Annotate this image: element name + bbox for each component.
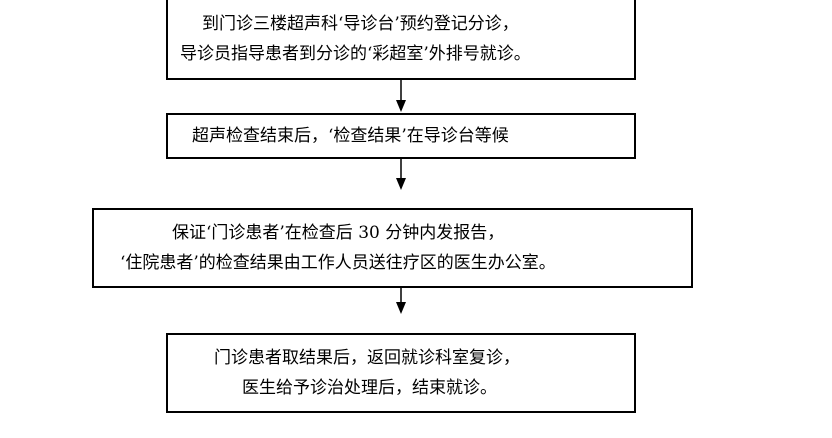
flow-step-4: 门诊患者取结果后，返回就诊科室复诊， 医生给予诊治处理后，结束就诊。 [166,333,636,413]
flow-step-1: 到门诊三楼超声科‘导诊台’预约登记分诊， 导诊员指导患者到分诊的‘彩超室’外排号… [166,0,636,80]
flow-step-1-line-2: 导诊员指导患者到分诊的‘彩超室’外排号就诊。 [180,44,531,64]
flow-step-3-line-1: 保证‘门诊患者’在检查后 30 分钟内发报告， [172,223,505,243]
flow-arrow-1 [396,80,406,112]
flow-step-2: 超声检查结束后，‘检查结果’在导诊台等候 [166,113,636,159]
flow-step-4-line-1: 门诊患者取结果后，返回就诊科室复诊， [214,348,520,368]
flow-step-3: 保证‘门诊患者’在检查后 30 分钟内发报告， ‘住院患者’的检查结果由工作人员… [92,208,693,288]
flow-step-2-line-1: 超声检查结束后，‘检查结果’在导诊台等候 [192,126,509,146]
flow-arrow-3 [396,288,406,314]
flow-step-4-line-2: 医生给予诊治处理后，结束就诊。 [242,378,497,398]
flow-step-1-line-1: 到门诊三楼超声科‘导诊台’预约登记分诊， [202,14,519,34]
flow-step-3-line-2: ‘住院患者’的检查结果由工作人员送往疗区的医生办公室。 [120,253,556,273]
flow-arrow-2 [396,159,406,190]
